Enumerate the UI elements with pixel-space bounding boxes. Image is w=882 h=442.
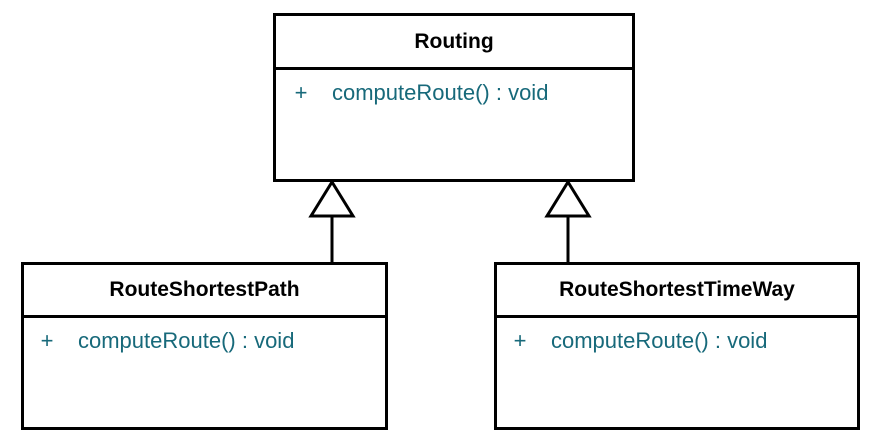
class-name-label: RouteShortestPath [109,278,300,301]
class-member-row: + computeRoute() : void [24,328,385,354]
generalization-arrow-route-shortest-path[interactable] [296,176,368,268]
member-signature-label: computeRoute() : void [332,80,549,105]
generalization-arrow-route-shortest-time-way[interactable] [532,176,604,268]
uml-class-route-shortest-path[interactable]: RouteShortestPath + computeRoute() : voi… [21,262,388,430]
member-signature-label: computeRoute() : void [78,328,295,353]
class-members-compartment: + computeRoute() : void [497,318,857,427]
class-name-label: RouteShortestTimeWay [559,278,795,301]
class-name-compartment: Routing [276,16,632,70]
class-name-compartment: RouteShortestTimeWay [497,265,857,318]
uml-class-routing[interactable]: Routing + computeRoute() : void [273,13,635,182]
member-visibility-marker: + [513,328,527,353]
uml-class-route-shortest-time-way[interactable]: RouteShortestTimeWay + computeRoute() : … [494,262,860,430]
member-visibility-marker: + [294,80,308,105]
member-visibility-marker: + [40,328,54,353]
class-name-compartment: RouteShortestPath [24,265,385,318]
class-members-compartment: + computeRoute() : void [276,70,632,179]
class-name-label: Routing [414,29,494,53]
hollow-triangle-arrowhead [544,179,592,218]
class-member-row: + computeRoute() : void [497,328,857,354]
hollow-triangle-arrowhead [308,179,356,218]
class-member-row: + computeRoute() : void [276,80,632,106]
class-members-compartment: + computeRoute() : void [24,318,385,427]
member-signature-label: computeRoute() : void [551,328,768,353]
